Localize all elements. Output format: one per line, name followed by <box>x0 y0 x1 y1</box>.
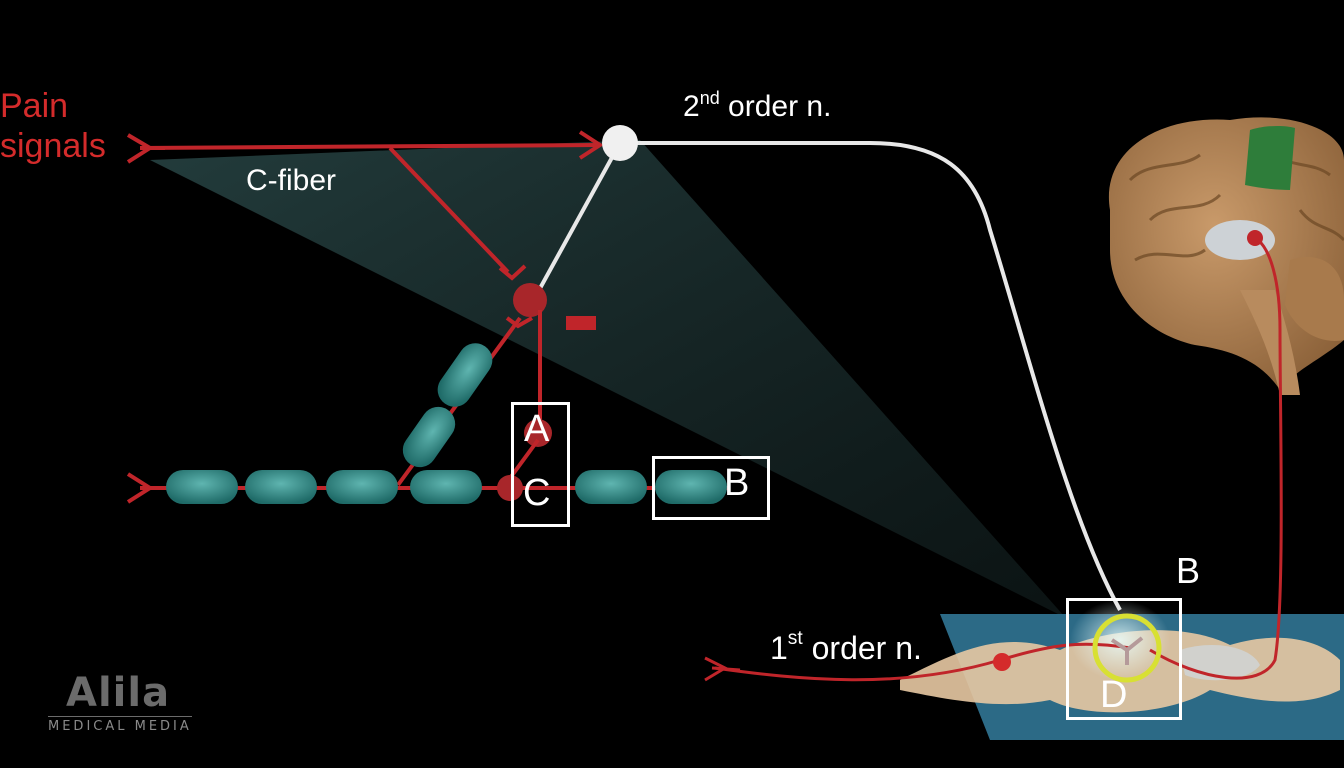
pain-signals-label: Pain signals <box>0 86 106 166</box>
second-order-neuron-body <box>602 125 638 161</box>
box-d-label: D <box>1100 674 1128 716</box>
interneuron-synapse <box>524 419 552 447</box>
c-fiber-axon <box>139 143 601 150</box>
zoom-beam <box>150 140 1130 690</box>
first-order-neuron-body <box>993 653 1011 671</box>
brain-stem <box>1240 290 1300 395</box>
pain-signals-line2: signals <box>0 127 106 165</box>
first-order-label: 1st order n. <box>770 628 922 667</box>
alila-logo: Alila <box>66 670 171 716</box>
a-beta-terminal <box>505 316 533 329</box>
brain-illustration <box>1108 117 1344 395</box>
thalamus <box>1205 220 1275 260</box>
box-a-label: A <box>524 408 550 450</box>
first-order-num: 1 <box>770 630 788 666</box>
a-beta-nerve-ending <box>126 472 165 504</box>
first-order-neuron-axon <box>714 642 1131 682</box>
second-order-label: 2nd order n. <box>683 88 832 124</box>
c-fiber-terminal <box>578 130 604 160</box>
box-ac <box>511 402 570 527</box>
second-order-num: 2 <box>683 90 700 123</box>
box-c-label: C <box>523 472 551 514</box>
box-spinal <box>1066 598 1182 720</box>
collateral-myelin-sheaths <box>402 343 493 468</box>
inhibition-minus-sign <box>566 316 596 330</box>
ascending-tract <box>1149 238 1283 680</box>
somatosensory-cortex <box>1245 125 1295 190</box>
c-fiber-collateral <box>388 146 510 274</box>
brain-cerebellum <box>1285 256 1344 341</box>
second-order-sup: nd <box>699 88 720 108</box>
pain-signals-line1: Pain <box>0 87 69 125</box>
alila-logo-subtitle: MEDICAL MEDIA <box>48 716 192 734</box>
c-fiber-label: C-fiber <box>246 164 337 197</box>
dorsal-horn-synapse <box>1110 636 1144 665</box>
first-order-text: order n. <box>802 630 922 666</box>
interneuron-body <box>513 283 547 317</box>
collateral-terminal <box>498 264 527 281</box>
a-beta-junction <box>497 475 523 501</box>
first-order-sup: st <box>787 628 803 649</box>
second-order-dendrite <box>536 142 622 293</box>
dorsal-horn-highlight <box>1092 613 1162 683</box>
box-b <box>652 456 770 520</box>
first-order-nerve-ending <box>704 656 741 682</box>
box-b-label: B <box>724 462 750 504</box>
myelin-sheaths <box>166 470 727 504</box>
second-order-neuron-axon <box>620 141 1122 611</box>
c-fiber-nerve-ending <box>126 133 165 164</box>
box-b-spinal-label: B <box>1176 550 1201 591</box>
second-order-text: order n. <box>719 90 832 123</box>
